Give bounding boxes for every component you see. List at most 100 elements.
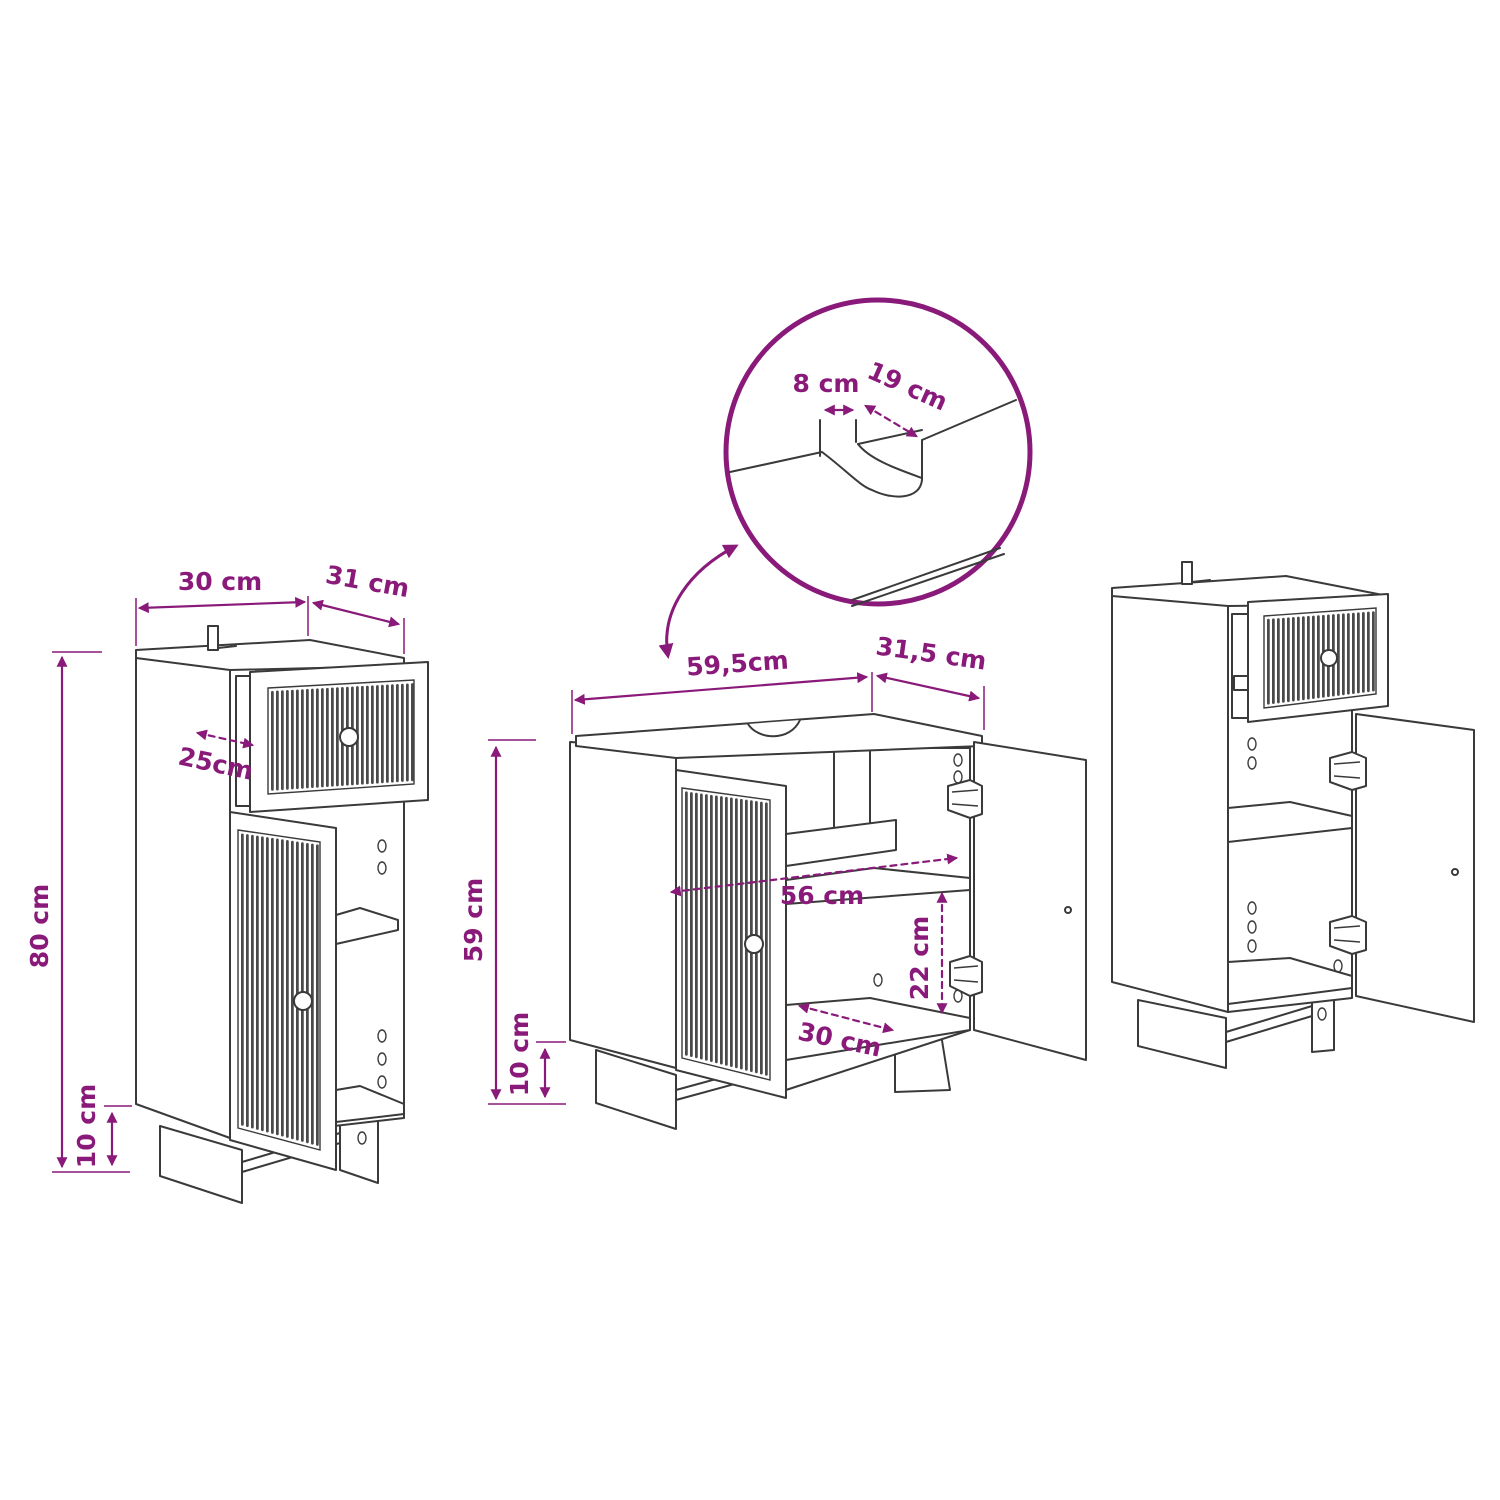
door-pin [1451,868,1459,876]
slat-stripe [1297,616,1300,701]
label-left-height: 80 cm [25,884,54,968]
slat-stripe [291,840,294,1140]
slat-stripe [301,689,304,789]
slat-stripe [1337,613,1340,696]
dim-left-drawer-depth [195,729,255,749]
slat-stripe [1272,618,1275,704]
slat-stripe [256,835,259,1130]
slat-stripe [311,843,314,1145]
label-left-width: 30 cm [178,567,262,596]
dimension-annotations [52,404,985,1173]
hinge-icon [947,779,983,819]
slat-stripe [1347,613,1350,695]
slat-stripe [396,683,399,783]
slat-stripe [241,833,244,1126]
right-cabinet-drawer-side [1231,613,1249,719]
slat-stripe [690,792,693,1057]
slat-stripe [705,794,708,1061]
left-cabinet-drawer-panel [267,679,415,795]
slat-stripe [261,836,264,1132]
slat-stripe [316,844,319,1146]
slat-stripe [735,798,738,1069]
slat-stripe [276,690,279,791]
center-cabinet-foot [595,1049,677,1130]
detail-top-edge [729,399,1017,498]
dim-center-shelf-depth [797,1002,895,1034]
left-cabinet-drawer-side [235,675,251,807]
slat-stripe [1302,616,1305,701]
label-cutout-width: 8 cm [793,369,860,398]
slat-stripe [1312,615,1315,699]
door-pin [1064,906,1072,914]
slat-stripe [401,683,404,782]
slat-stripe [1372,611,1375,692]
label-center-depth: 31,5 cm [874,631,988,675]
slat-stripe [296,689,299,790]
label-center-width: 59,5cm [685,645,789,681]
slat-stripe [406,683,409,782]
slat-stripe [1292,617,1295,702]
label-center-leg-height: 10 cm [505,1012,534,1096]
slat-stripe [386,684,389,783]
dim-left-width [137,596,307,614]
slat-stripe [1367,611,1370,693]
right-cabinet-drawer-slats [1267,611,1375,705]
right-tall-cabinet [1111,561,1475,1069]
dim-cutout-depth [864,404,918,438]
slat-stripe [311,688,314,789]
slat-stripe [326,687,329,788]
slat-stripe [271,837,274,1134]
slat-stripe [336,687,339,787]
slat-stripe [1362,612,1365,693]
slat-stripe [306,688,309,789]
left-cabinet-door-slats [241,833,319,1146]
knob-icon [1320,649,1338,667]
right-cabinet-shelf [1227,801,1353,843]
slat-stripe [730,797,733,1067]
wall-bracket-icon [207,625,219,651]
slat-stripe [391,684,394,783]
detail-magnifier-circle [723,297,1033,607]
slat-stripe [710,794,713,1062]
slat-stripe [1352,612,1355,694]
slat-stripe [251,834,254,1129]
slat-stripe [1282,617,1285,703]
slat-stripe [765,802,768,1076]
hinge-icon [1329,751,1367,791]
right-cabinet-door [1355,713,1475,1023]
knob-icon [339,727,359,747]
center-cabinet-sink-cutout [747,719,801,738]
label-center-height: 59 cm [459,878,488,962]
slat-stripe [281,690,284,791]
center-cabinet-side-panel [569,741,677,1069]
detail-cutout-inner [857,443,923,479]
left-cabinet-door-panel [237,829,321,1151]
wall-bracket-icon [1181,561,1193,585]
slat-stripe [1277,618,1280,704]
slat-stripe [700,793,703,1060]
dim-left-depth [311,599,401,628]
detail-bottom-edge [851,547,1001,601]
center-cabinet-left-door-panel [681,787,771,1081]
center-cabinet-right-door [973,741,1087,1061]
dim-center-inner-width [669,853,959,897]
slat-stripe [266,837,269,1133]
slat-stripe [715,795,718,1064]
label-left-leg-height: 10 cm [72,1084,101,1168]
slat-stripe [376,685,379,784]
slat-stripe [276,838,279,1136]
slat-stripe [1267,618,1270,705]
slat-stripe [1357,612,1360,694]
drawer-runner [1233,675,1249,691]
slat-stripe [371,685,374,784]
slat-stripe [1317,615,1320,699]
slat-stripe [381,684,384,784]
slat-stripe [720,796,723,1065]
label-center-inner-width: 56 cm [780,881,864,910]
knob-icon [293,991,313,1011]
slat-stripe [1342,613,1345,696]
knob-icon [744,934,764,954]
slat-stripe [271,690,274,791]
